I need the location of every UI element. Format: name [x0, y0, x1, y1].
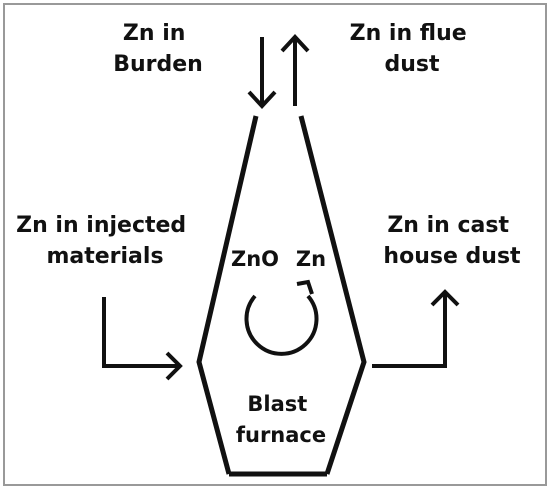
flue-dust-output-arrow — [280, 34, 310, 106]
furnace-left-wall — [196, 115, 259, 475]
cast-house-dust-label: Zn in cast house dust — [383, 213, 521, 269]
injected-materials-label: Zn in injected materials — [16, 213, 194, 269]
zno-label: ZnO — [231, 247, 279, 271]
cast-house-dust-arrow — [372, 289, 460, 368]
burden-input-arrow — [247, 37, 277, 109]
diagram-frame — [3, 3, 547, 486]
zinc-cycle-arrow — [244, 279, 319, 356]
furnace-right-wall — [298, 115, 367, 475]
flue-dust-label: Zn in flue dust — [350, 21, 475, 77]
zn-label: Zn — [296, 247, 326, 271]
burden-label: Zn in Burden — [113, 21, 203, 77]
blast-furnace-label: Blast furnace — [236, 392, 326, 447]
injected-materials-arrow — [102, 297, 183, 381]
